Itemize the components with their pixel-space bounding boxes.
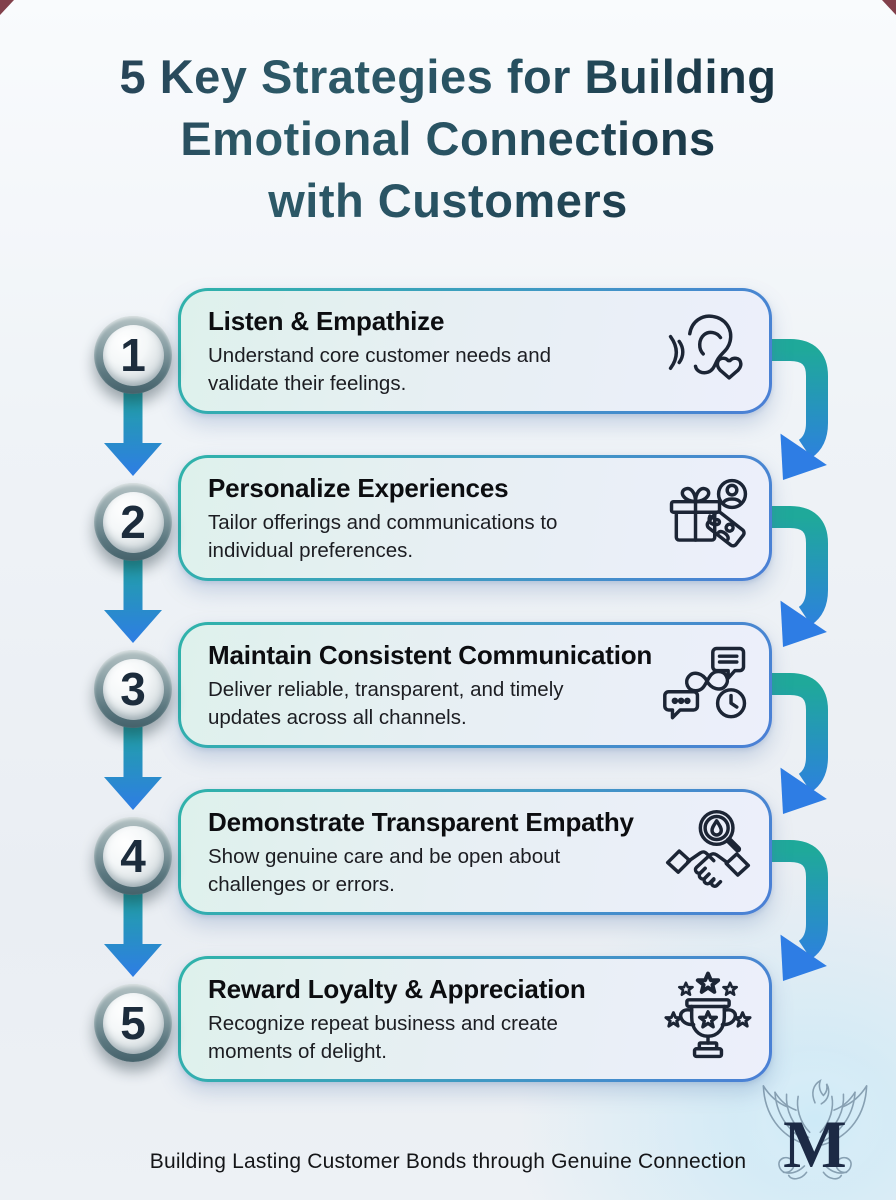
page-title-line-1: 5 Key Strategies for Building: [119, 50, 777, 103]
step-description-3: Deliver reliable, transparent, and timel…: [208, 678, 564, 729]
handshake-magnifier-icon: [660, 804, 756, 900]
step-number-badge-4: 4: [94, 817, 172, 895]
phoenix-wings-icon: [762, 1078, 868, 1180]
step-title-4: Demonstrate Transparent Empathy: [208, 807, 634, 837]
step-card-4: Demonstrate Transparent Empathy Show gen…: [178, 789, 772, 915]
page-title-line-2: Emotional Connections: [180, 112, 716, 165]
step-number-badge-2: 2: [94, 483, 172, 561]
step-description-5: Recognize repeat business and create mom…: [208, 1012, 558, 1063]
gift-tag-person-icon: [660, 470, 756, 566]
logo-glow: [732, 1050, 896, 1198]
step-number-1: 1: [102, 324, 164, 386]
corner-accent-left: [0, 0, 14, 15]
page-title: 5 Key Strategies for Building Emotional …: [0, 46, 896, 232]
step-title-1: Listen & Empathize: [208, 306, 445, 336]
page-title-line-3: with Customers: [268, 174, 628, 227]
trophy-stars-icon: [660, 971, 756, 1067]
step-number-5: 5: [102, 992, 164, 1054]
step-card-1: Listen & Empathize Understand core custo…: [178, 288, 772, 414]
step-number-badge-3: 3: [94, 650, 172, 728]
brand-logo: M: [732, 1050, 896, 1198]
step-card-2: Personalize Experiences Tailor offerings…: [178, 455, 772, 581]
step-number-badge-1: 1: [94, 316, 172, 394]
step-card-5: Reward Loyalty & Appreciation Recognize …: [178, 956, 772, 1082]
footer-tagline: Building Lasting Customer Bonds through …: [149, 1150, 747, 1173]
ear-listening-heart-icon: [660, 303, 756, 399]
chat-infinity-clock-icon: [660, 637, 756, 733]
step-number-4: 4: [102, 825, 164, 887]
corner-accent-right: [882, 0, 896, 15]
logo-letter: M: [783, 1107, 847, 1182]
step-number-2: 2: [102, 491, 164, 553]
step-description-1: Understand core customer needs and valid…: [208, 344, 552, 395]
step-title-5: Reward Loyalty & Appreciation: [208, 974, 586, 1004]
step-title-2: Personalize Experiences: [208, 473, 509, 503]
step-description-2: Tailor offerings and communications to i…: [208, 511, 558, 562]
step-number-badge-5: 5: [94, 984, 172, 1062]
step-title-3: Maintain Consistent Communication: [208, 640, 653, 670]
step-description-4: Show genuine care and be open about chal…: [208, 845, 561, 896]
step-card-3: Maintain Consistent Communication Delive…: [178, 622, 772, 748]
step-number-3: 3: [102, 658, 164, 720]
